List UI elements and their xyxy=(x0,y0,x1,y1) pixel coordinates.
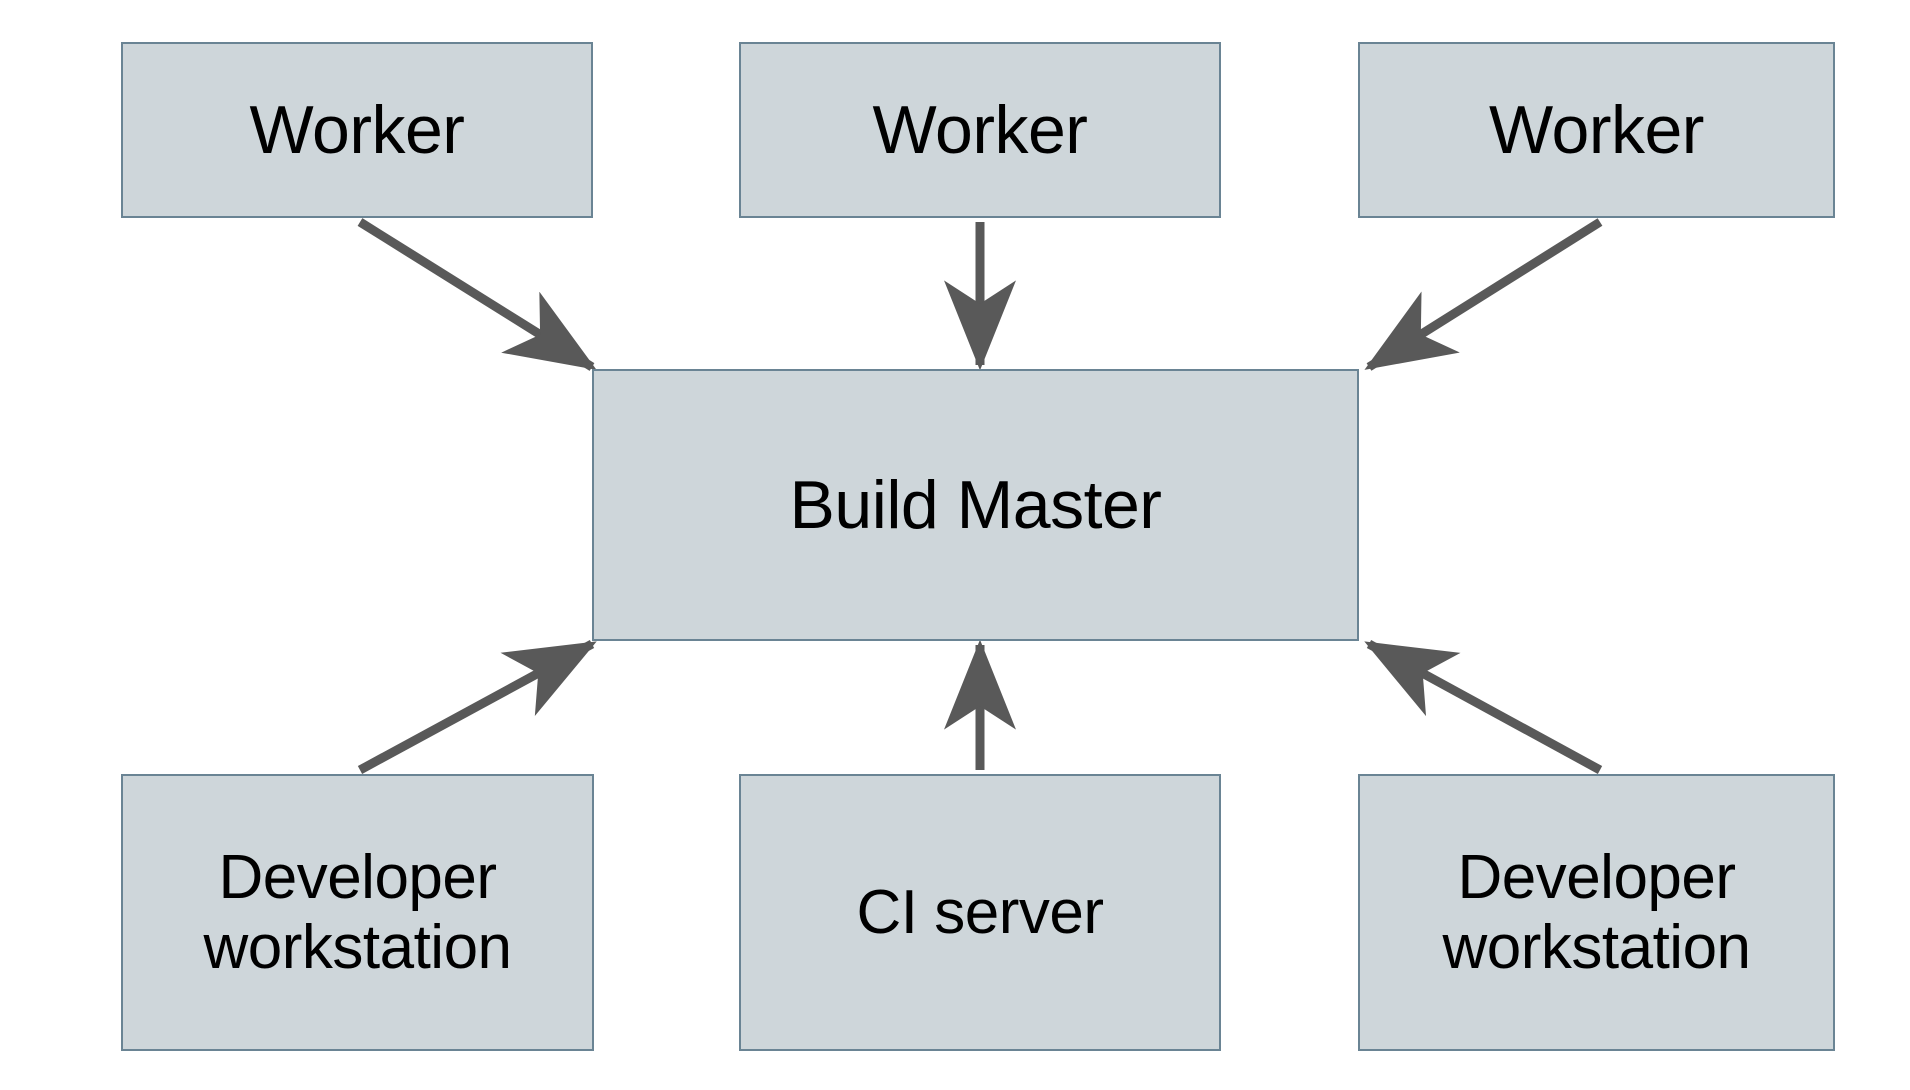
node-build-master[interactable]: Build Master xyxy=(592,369,1359,641)
node-worker-2-label: Worker xyxy=(872,91,1088,168)
node-worker-1[interactable]: Worker xyxy=(121,42,593,218)
edge-worker3-to-master xyxy=(1364,218,1603,371)
edge-worker1-to-master xyxy=(357,218,597,371)
node-worker-2[interactable]: Worker xyxy=(739,42,1221,218)
node-ci-server-label: CI server xyxy=(856,877,1104,947)
node-ci-server[interactable]: CI server xyxy=(739,774,1221,1051)
node-developer-workstation-left[interactable]: Developer workstation xyxy=(121,774,594,1051)
node-developer-workstation-right-label: Developer workstation xyxy=(1442,843,1751,982)
node-worker-1-label: Worker xyxy=(249,91,465,168)
node-developer-workstation-left-label: Developer workstation xyxy=(203,843,512,982)
node-developer-workstation-right[interactable]: Developer workstation xyxy=(1358,774,1835,1051)
edge-devleft-to-master xyxy=(357,640,597,774)
edge-devright-to-master xyxy=(1364,640,1603,774)
node-worker-3[interactable]: Worker xyxy=(1358,42,1835,218)
node-worker-3-label: Worker xyxy=(1489,91,1704,168)
node-build-master-label: Build Master xyxy=(789,466,1162,543)
